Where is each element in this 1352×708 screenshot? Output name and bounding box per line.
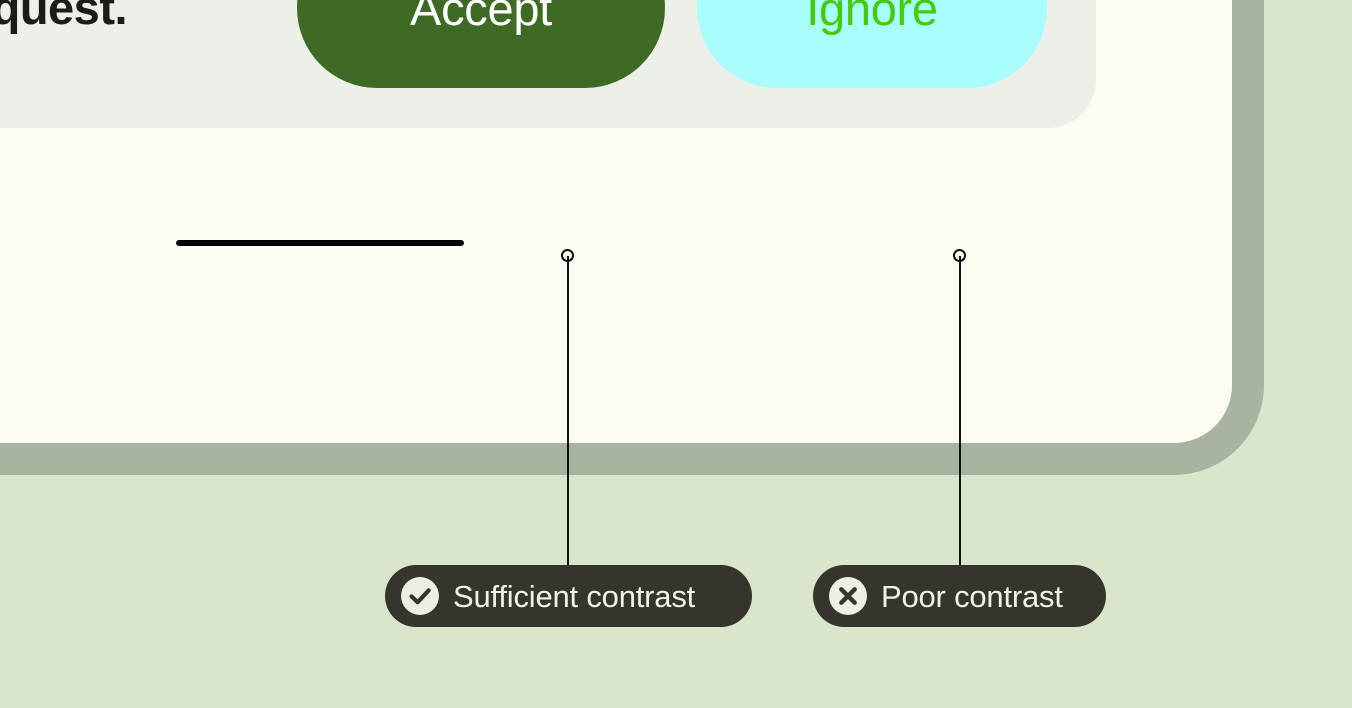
leader-dot-ignore [953,249,966,262]
annotation-label-sufficient: Sufficient contrast [453,578,696,614]
check-circle-icon [401,577,439,615]
annotation-label-poor: Poor contrast [881,578,1063,614]
accept-button[interactable]: Accept [297,0,665,88]
leader-line-ignore [959,256,961,569]
annotation-pill-sufficient: Sufficient contrast [385,565,752,627]
device-frame: a request. Accept Ignore [0,0,1264,475]
annotation-pill-poor: Poor contrast [813,565,1106,627]
body-text: a request. [0,0,128,34]
leader-line-accept [567,256,569,569]
leader-dot-accept [561,249,574,262]
text-underline-rule [176,240,464,246]
x-circle-icon [829,577,867,615]
ignore-button[interactable]: Ignore [697,0,1047,88]
